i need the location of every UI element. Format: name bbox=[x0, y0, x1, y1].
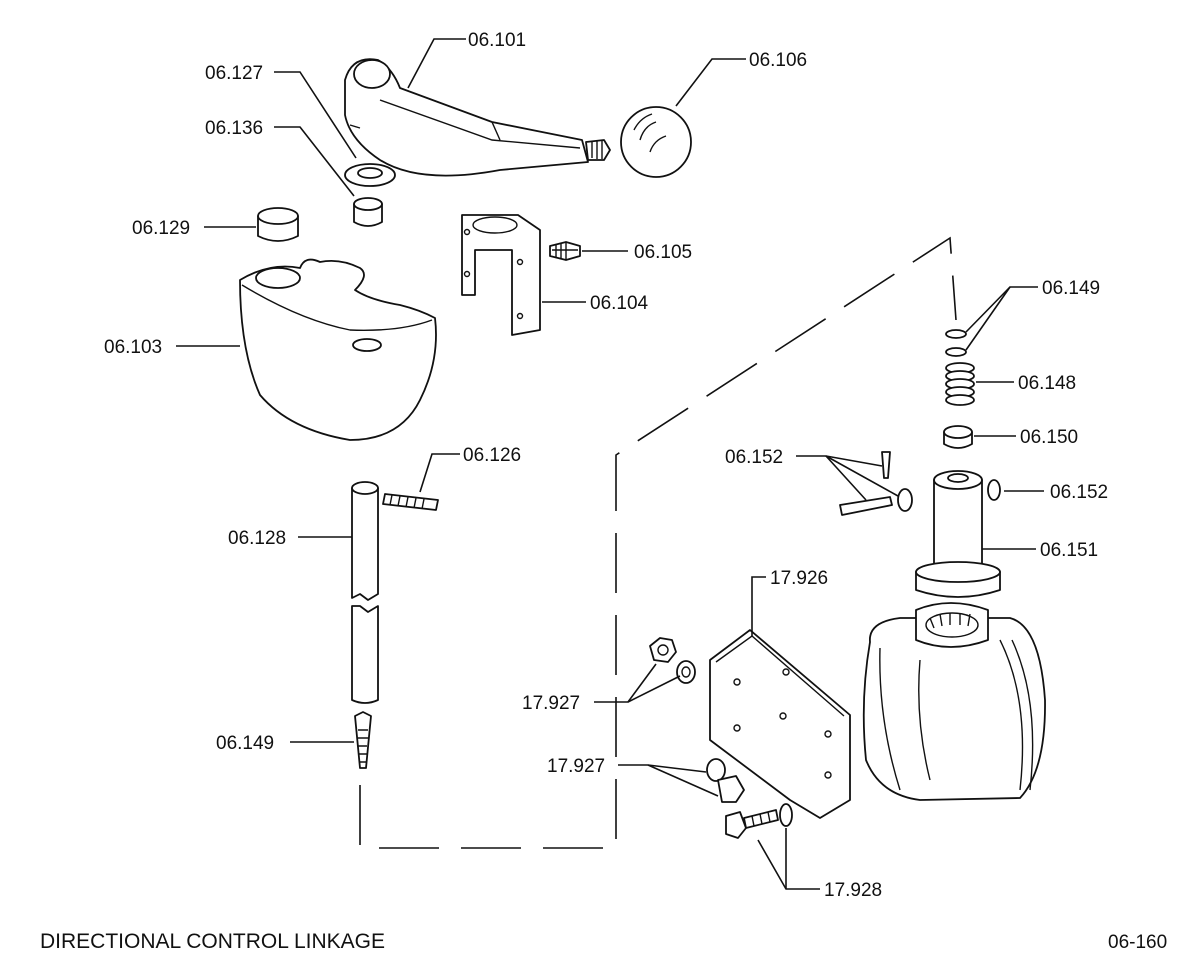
screw-06149-bottom bbox=[354, 711, 372, 769]
callout-06103: 06.103 bbox=[104, 337, 162, 358]
callout-06149-top: 06.149 bbox=[1042, 278, 1100, 299]
callout-06101: 06.101 bbox=[468, 30, 526, 51]
handle-part bbox=[344, 58, 611, 177]
callout-06128: 06.128 bbox=[228, 528, 286, 549]
callout-06148: 06.148 bbox=[1018, 373, 1076, 394]
linkage-path bbox=[359, 236, 957, 849]
washer-06127 bbox=[344, 163, 396, 187]
callout-06129: 06.129 bbox=[132, 218, 190, 239]
housing-part bbox=[239, 258, 437, 441]
ball-knob-part bbox=[620, 106, 692, 178]
shaft-part bbox=[351, 481, 379, 704]
leader-lines bbox=[176, 38, 1044, 890]
callout-06104: 06.104 bbox=[590, 293, 649, 314]
pump-body bbox=[862, 602, 1046, 801]
page-number: 06-160 bbox=[1108, 932, 1167, 953]
callout-06126: 06.126 bbox=[463, 445, 521, 466]
spring-06148 bbox=[945, 362, 975, 406]
callout-06136: 06.136 bbox=[205, 118, 263, 139]
callout-17928: 17.928 bbox=[824, 880, 882, 901]
callout-06127: 06.127 bbox=[205, 63, 263, 84]
bushing-06129 bbox=[257, 207, 299, 242]
bolt-17928 bbox=[725, 803, 793, 839]
shaft-06151 bbox=[915, 470, 1001, 598]
callout-06151: 06.151 bbox=[1040, 540, 1098, 561]
callout-06149-bottom: 06.149 bbox=[216, 733, 274, 754]
callout-06105: 06.105 bbox=[634, 242, 692, 263]
callout-17927-upper: 17.927 bbox=[522, 693, 580, 714]
bushing-06136 bbox=[353, 197, 383, 227]
callout-17926: 17.926 bbox=[770, 568, 828, 589]
callout-17927-lower: 17.927 bbox=[547, 756, 605, 777]
callout-06150: 06.150 bbox=[1020, 427, 1078, 448]
collar-06150 bbox=[943, 425, 973, 449]
pins-06152 bbox=[839, 451, 913, 516]
pin-06126 bbox=[382, 493, 439, 511]
callout-06152-right: 06.152 bbox=[1050, 482, 1108, 503]
screw-06105 bbox=[549, 241, 581, 261]
clamp-part bbox=[461, 214, 541, 336]
callout-06106: 06.106 bbox=[749, 50, 807, 71]
washer-06149-stack bbox=[945, 329, 967, 357]
nut-washer-17927-upper bbox=[649, 637, 696, 684]
diagram-title: DIRECTIONAL CONTROL LINKAGE bbox=[40, 930, 385, 953]
bolt-washer-17927-lower bbox=[706, 758, 745, 803]
callout-06152-left: 06.152 bbox=[725, 447, 783, 468]
ring-06152-right bbox=[987, 479, 1001, 501]
